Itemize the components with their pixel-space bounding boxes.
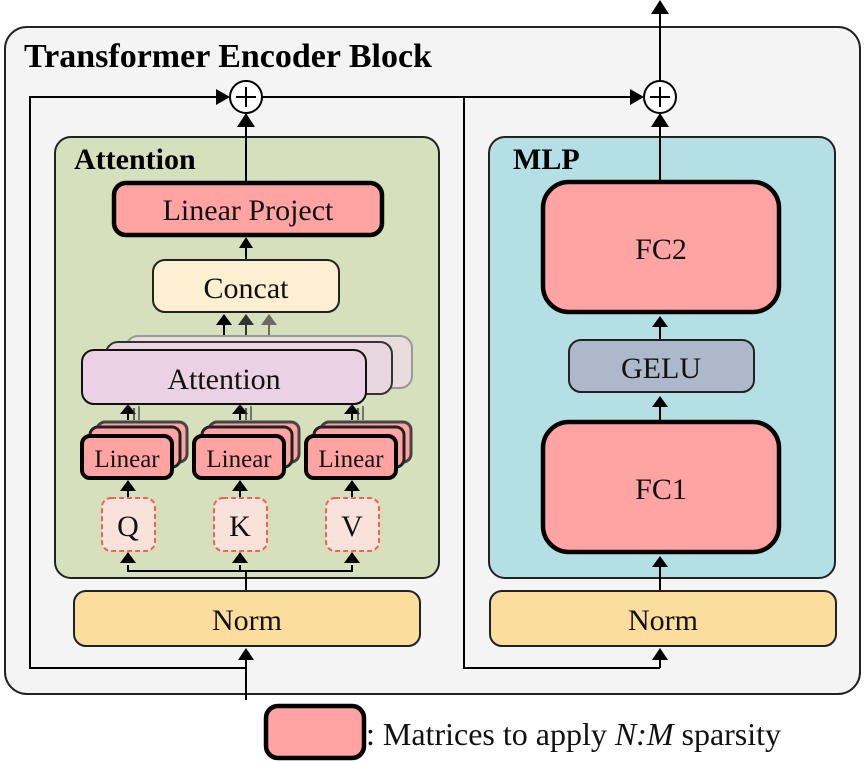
q-label: Q — [117, 510, 139, 543]
norm-to-qkv-split — [120, 552, 360, 592]
attention-block-label: Attention — [74, 143, 196, 176]
v-label: V — [341, 510, 363, 543]
encoder-block-title: Transformer Encoder Block — [24, 38, 432, 75]
gelu-box — [568, 339, 755, 393]
fc1-label: FC1 — [635, 473, 687, 506]
arrowhead-gelu-to-fc2 — [652, 316, 668, 327]
arrowhead-project-to-adder — [237, 113, 255, 127]
residual-line-mlp — [463, 97, 660, 669]
legend-nm: N:M — [614, 716, 676, 752]
linear-project-box — [111, 180, 385, 238]
mlp-norm-label: Norm — [628, 604, 698, 637]
k-label: K — [229, 510, 251, 543]
linear-q-label: Linear — [94, 446, 160, 473]
input-arrowhead — [238, 648, 254, 660]
adder-attention — [229, 80, 263, 114]
fc2-label: FC2 — [635, 233, 687, 266]
mlp-norm-box — [489, 590, 837, 647]
head-arrowhead-3 — [261, 314, 277, 325]
k-box — [213, 497, 268, 552]
attention-norm-box — [73, 590, 421, 647]
fc1-box — [540, 419, 782, 555]
output-arrowhead — [651, 0, 669, 14]
q-box — [101, 497, 156, 552]
linear-project-label: Linear Project — [163, 194, 334, 227]
head-arrowhead-2 — [238, 314, 254, 325]
fc2-box — [540, 179, 782, 315]
linear-to-attention-arrows — [120, 404, 364, 420]
attention-norm-label: Norm — [212, 604, 282, 637]
arrowhead-norm-to-fc1 — [652, 556, 668, 567]
arrowhead-residual-to-mlp-norm — [652, 648, 668, 660]
residual-line-attention — [29, 96, 245, 669]
adder-mlp — [643, 80, 677, 114]
arrowhead-fc2-to-adder — [651, 113, 669, 127]
linear-stack-v: Linear — [304, 420, 413, 480]
residual-arrowhead-2 — [630, 89, 644, 105]
head-arrowhead-1 — [216, 314, 232, 325]
linear-stack-q: Linear — [80, 420, 189, 480]
linear-stack-k: Linear — [192, 420, 301, 480]
attention-head-box — [81, 349, 367, 405]
attention-head-label: Attention — [167, 363, 280, 396]
linear-v-label: Linear — [318, 446, 384, 473]
qkv-to-linear-arrows — [120, 480, 360, 498]
gelu-label: GELU — [621, 352, 701, 385]
legend-text: : Matrices to apply N:M sparsity — [366, 716, 781, 752]
legend-swatch — [263, 703, 367, 761]
concat-label: Concat — [204, 272, 290, 305]
legend-suffix: sparsity — [673, 716, 781, 752]
v-box — [325, 497, 380, 552]
mlp-block-label: MLP — [513, 143, 580, 176]
legend-prefix: : Matrices to apply — [366, 716, 615, 752]
arrowhead-concat-to-project — [239, 237, 253, 248]
concat-box — [152, 259, 340, 313]
residual-arrowhead-1 — [216, 89, 230, 105]
linear-k-label: Linear — [206, 446, 272, 473]
arrowhead-fc1-to-gelu — [652, 396, 668, 407]
